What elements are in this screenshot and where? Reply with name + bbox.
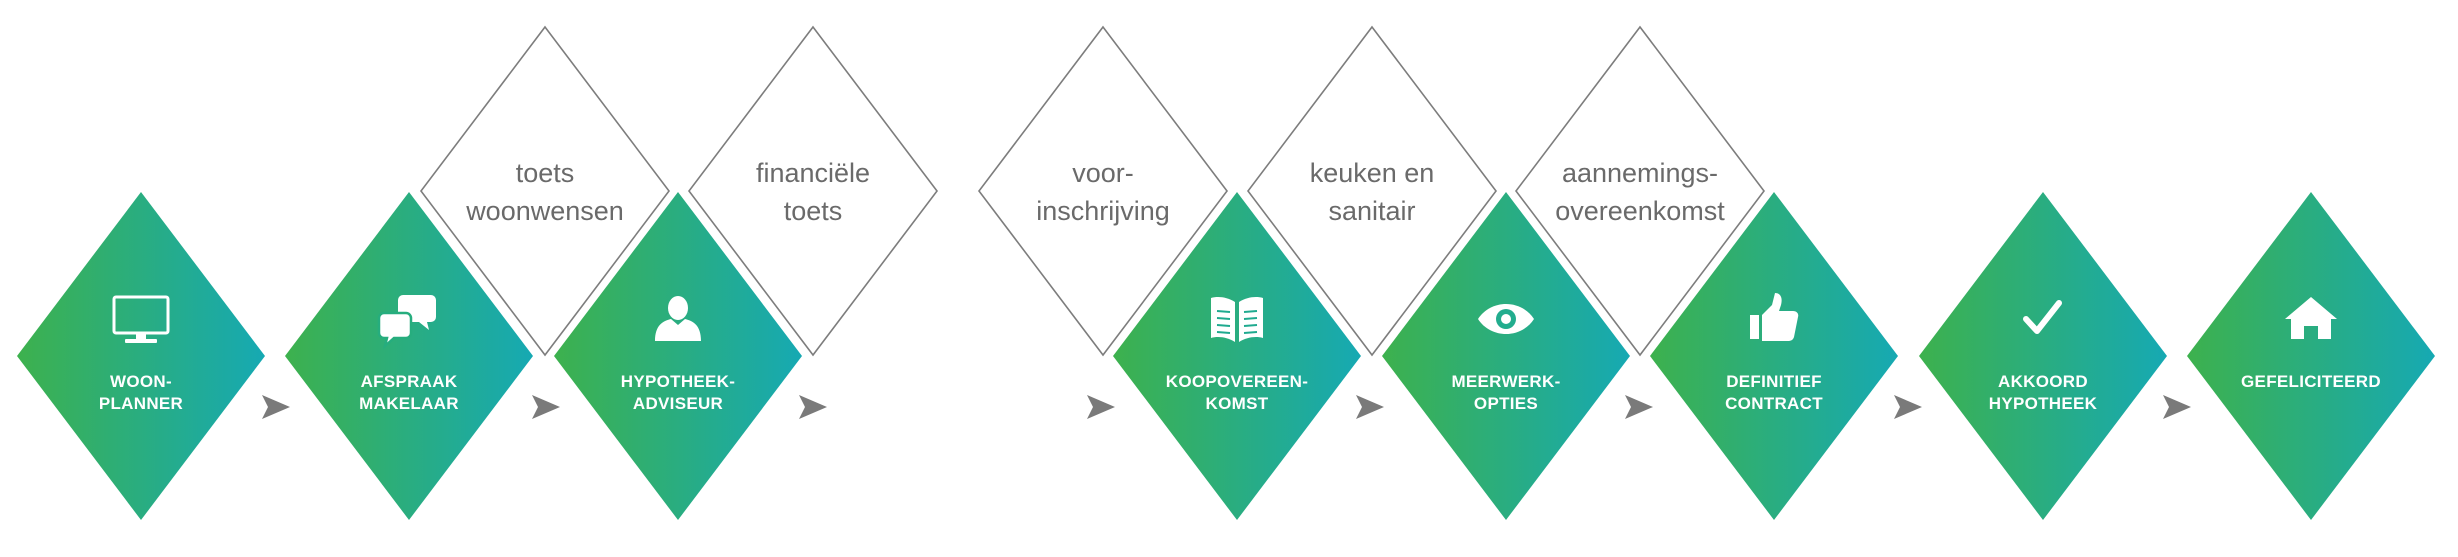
- step-diamond: [2187, 192, 2435, 520]
- arrow-right-icon: [1625, 395, 1653, 419]
- step-label: ADVISEUR: [633, 394, 723, 413]
- optional-step-label: aannemings-: [1562, 158, 1718, 188]
- optional-step-keuken-en-sanitair: keuken en sanitair: [1246, 25, 1498, 357]
- step-koopovereen-komst: KOOPOVEREEN- KOMST: [1113, 192, 1361, 520]
- step-label: GEFELICITEERD: [2241, 372, 2381, 391]
- step-label: DEFINITIEF: [1726, 372, 1822, 391]
- optional-step-label: sanitair: [1328, 196, 1415, 226]
- arrow-right-icon: [262, 395, 290, 419]
- step-label: AFSPRAAK: [361, 372, 458, 391]
- step-label: OPTIES: [1474, 394, 1538, 413]
- eye-icon: [1478, 304, 1534, 334]
- step-label: MAKELAAR: [359, 394, 459, 413]
- optional-step-label: voor-: [1072, 158, 1134, 188]
- optional-step-label: toets: [784, 196, 843, 226]
- optional-step-label: woonwensen: [465, 196, 624, 226]
- step-afspraak-makelaar: AFSPRAAK MAKELAAR: [285, 192, 533, 520]
- step-diamond: [554, 192, 802, 520]
- step-diamond: [17, 192, 265, 520]
- arrow-right-icon: [799, 395, 827, 419]
- step-label: AKKOORD: [1998, 372, 2088, 391]
- optional-step-label: inschrijving: [1036, 196, 1170, 226]
- optional-step-voor-inschrijving: voor-inschrijving: [977, 25, 1229, 357]
- thumbs-up-icon: [1750, 293, 1799, 341]
- step-diamond: [1382, 192, 1630, 520]
- optional-step-label: financiële: [756, 158, 870, 188]
- step-label: WOON-: [110, 372, 172, 391]
- step-diamond: [1113, 192, 1361, 520]
- arrow-right-icon: [1087, 395, 1115, 419]
- step-diamond: [1650, 192, 1898, 520]
- monitor-icon: [112, 295, 170, 343]
- step-gefeliciteerd: GEFELICITEERD: [2187, 192, 2435, 520]
- step-label: HYPOTHEEK: [1989, 394, 2098, 413]
- arrow-right-icon: [1894, 395, 1922, 419]
- step-hypotheek-adviseur: HYPOTHEEK- ADVISEUR: [554, 192, 802, 520]
- chat-bubbles-icon: [377, 295, 436, 350]
- arrow-right-icon: [1356, 395, 1384, 419]
- step-diamond: [1919, 192, 2167, 520]
- step-label: PLANNER: [99, 394, 183, 413]
- step-label: KOOPOVEREEN-: [1166, 372, 1308, 391]
- optional-step-label: toets: [516, 158, 575, 188]
- step-label: HYPOTHEEK-: [621, 372, 735, 391]
- checkmark-icon: [2023, 300, 2062, 334]
- optional-steps-layer: toets woonwensen financiële toets voor-insch…: [419, 25, 1766, 357]
- main-steps-layer: WOON- PLANNER AFSPRAAK MAKELAAR HYPOTHEEK- AD…: [17, 192, 2435, 520]
- arrow-right-icon: [2163, 395, 2191, 419]
- optional-step-diamond: [687, 25, 939, 357]
- step-definitief-contract: DEFINITIEF CONTRACT: [1650, 192, 1898, 520]
- optional-step-label: overeenkomst: [1555, 196, 1725, 226]
- optional-step-toets-woonwensen: toets woonwensen: [419, 25, 671, 357]
- arrows-layer: [262, 395, 2191, 419]
- step-meerwerk-opties: MEERWERK- OPTIES: [1382, 192, 1630, 520]
- step-woon-planner: WOON- PLANNER: [17, 192, 265, 520]
- optional-step-financi-le-toets: financiële toets: [687, 25, 939, 357]
- optional-step-diamond: [1514, 25, 1766, 357]
- step-label: KOMST: [1206, 394, 1269, 413]
- person-icon: [655, 296, 701, 341]
- optional-step-diamond: [977, 25, 1229, 357]
- house-icon: [2285, 297, 2337, 339]
- open-book-icon: [1211, 297, 1263, 342]
- arrow-right-icon: [532, 395, 560, 419]
- optional-step-aannemings-overeenkomst: aannemings-overeenkomst: [1514, 25, 1766, 357]
- step-akkoord-hypotheek: AKKOORD HYPOTHEEK: [1919, 192, 2167, 520]
- optional-step-diamond: [419, 25, 671, 357]
- step-diamond: [285, 192, 533, 520]
- step-label: CONTRACT: [1725, 394, 1823, 413]
- step-label: MEERWERK-: [1451, 372, 1560, 391]
- optional-step-label: keuken en: [1310, 158, 1435, 188]
- optional-step-diamond: [1246, 25, 1498, 357]
